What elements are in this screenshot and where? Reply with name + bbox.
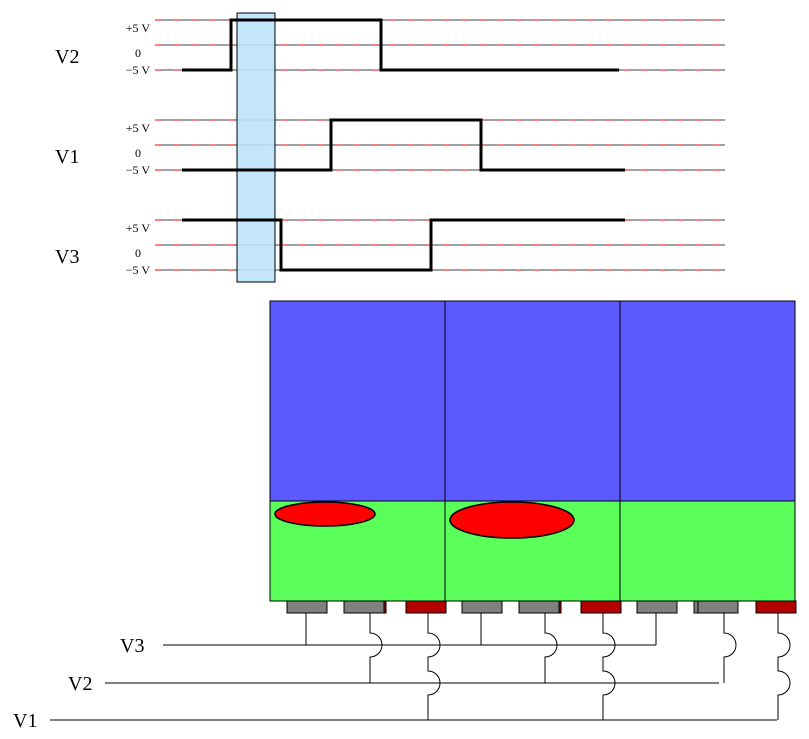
signal-trace: [182, 218, 625, 272]
electrode-phase2: [343, 600, 385, 614]
blue-region: [269, 300, 796, 502]
tap-wire-v1: [602, 613, 616, 720]
bus-label-v2: V2: [68, 673, 92, 695]
tap-wire-v2: [369, 613, 383, 683]
signal-name: V3: [55, 246, 79, 268]
waveform-v3: +5 V 0 −5 V V3: [55, 218, 725, 277]
pixel-electrodes: [636, 600, 797, 720]
pixel-electrodes: [286, 600, 447, 720]
label-minus5: −5 V: [126, 263, 151, 277]
timing-diagram: +5 V 0 −5 V V2 +5 V 0 −5 V V1 +5 V 0 −5 V V3: [55, 12, 725, 283]
electrode-phase2: [518, 600, 560, 614]
label-plus5: +5 V: [126, 121, 151, 135]
waveform-v2: +5 V 0 −5 V V2: [55, 18, 725, 77]
electrode-phase2: [697, 600, 739, 614]
bus-label-v1: V1: [13, 710, 37, 732]
charge-packet: [449, 501, 575, 539]
label-plus5: +5 V: [126, 21, 151, 35]
electrode-phase1: [755, 600, 797, 614]
pixel-electrodes: [461, 600, 622, 720]
signal-trace: [182, 118, 625, 172]
label-zero: 0: [135, 246, 141, 260]
pixel-array: [269, 300, 796, 602]
label-minus5: −5 V: [126, 163, 151, 177]
bus-label-v3: V3: [120, 635, 144, 657]
label-plus5: +5 V: [126, 221, 151, 235]
tap-wire-v2: [544, 613, 558, 683]
label-zero: 0: [135, 46, 141, 60]
signal-name: V2: [55, 46, 79, 68]
charge-packet: [274, 501, 376, 527]
signal-name: V1: [55, 146, 79, 168]
tap-wire-v1: [777, 613, 791, 720]
electrode-phase1: [405, 600, 447, 614]
tap-wire-v1: [427, 613, 441, 720]
label-zero: 0: [135, 146, 141, 160]
tap-wire-v2: [723, 613, 737, 683]
waveform-v1: +5 V 0 −5 V V1: [55, 118, 725, 177]
electrode-phase3: [636, 600, 678, 614]
electrode-phase3: [286, 600, 328, 614]
label-minus5: −5 V: [126, 63, 151, 77]
signal-trace: [182, 18, 619, 72]
electrode-phase1: [580, 600, 622, 614]
electrode-phase3: [461, 600, 503, 614]
time-highlight-band: [236, 12, 276, 283]
